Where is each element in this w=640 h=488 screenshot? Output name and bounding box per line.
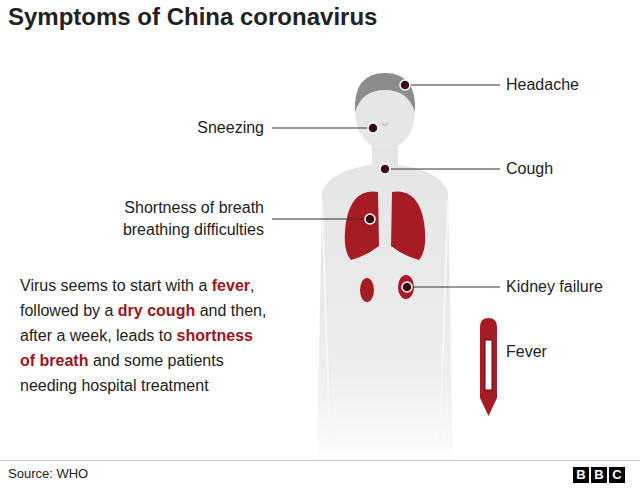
emphasis-text: dry cough bbox=[118, 302, 195, 319]
hair bbox=[355, 73, 415, 112]
footer-rule bbox=[0, 460, 640, 461]
body-text: Virus seems to start with a bbox=[20, 277, 207, 294]
right-lung bbox=[391, 192, 425, 260]
left-lung bbox=[345, 192, 379, 260]
description-paragraph: Virus seems to start with a fever, follo… bbox=[20, 273, 270, 398]
symptom-label: Headache bbox=[506, 74, 579, 96]
symptom-label: Cough bbox=[506, 158, 553, 180]
nose bbox=[382, 123, 388, 126]
marker-dot bbox=[400, 80, 410, 90]
head bbox=[355, 74, 415, 150]
source-caption: Source: WHO bbox=[8, 466, 88, 482]
leader-line bbox=[385, 169, 500, 170]
marker-dot bbox=[365, 214, 375, 224]
leader-line bbox=[405, 85, 500, 86]
body-silhouette bbox=[317, 140, 453, 470]
left-kidney bbox=[360, 278, 374, 302]
thermometer-window bbox=[485, 340, 492, 390]
arm-outline bbox=[322, 200, 448, 440]
leader-line bbox=[272, 128, 373, 129]
right-kidney bbox=[398, 275, 414, 299]
symptom-label: Fever bbox=[506, 341, 547, 363]
logo-text: BBC bbox=[576, 467, 630, 483]
symptom-label: Shortness of breath breathing difficulti… bbox=[92, 197, 264, 241]
marker-dot bbox=[368, 123, 378, 133]
marker-dots bbox=[365, 80, 412, 292]
leader-line bbox=[407, 287, 500, 288]
emphasis-text: fever bbox=[212, 277, 250, 294]
leader-lines bbox=[272, 85, 500, 287]
symptom-label: Sneezing bbox=[197, 117, 264, 139]
title: Symptoms of China coronavirus bbox=[8, 3, 377, 31]
leader-line bbox=[272, 219, 370, 220]
thermometer bbox=[480, 318, 497, 416]
marker-dot bbox=[402, 282, 412, 292]
symptom-label: Kidney failure bbox=[506, 276, 603, 298]
marker-dot bbox=[380, 164, 390, 174]
